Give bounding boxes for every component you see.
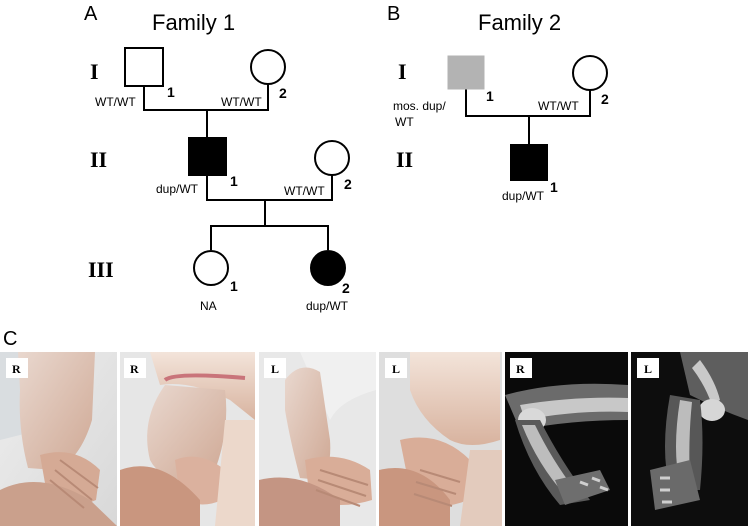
family2-title: Family 2: [478, 10, 561, 35]
family2-gen-I: I: [398, 59, 407, 84]
family2-i1-genotype-line2: WT: [395, 115, 414, 129]
family2-i1-number: 1: [486, 88, 494, 104]
family2-i2-genotype: WT/WT: [538, 99, 579, 113]
xray-2-label: L: [644, 362, 652, 376]
panel-c-letter: C: [3, 328, 17, 350]
photo-1: [0, 352, 117, 526]
family2-ii1-symbol: [510, 144, 548, 181]
family1-ii2-genotype: WT/WT: [284, 184, 325, 198]
panel-b-letter: B: [387, 3, 400, 25]
photo-3-label-box: [264, 358, 286, 378]
xray-1-label-box: [510, 358, 532, 378]
family2-i2-symbol: [572, 55, 608, 91]
photo-3-label: L: [271, 362, 279, 376]
photo-1-label: R: [12, 362, 21, 376]
photo-2-label-box: [124, 358, 146, 378]
family2-i1-symbol: [447, 55, 485, 90]
family1-ii2-number: 2: [344, 176, 352, 192]
family1-ii1-genotype: dup/WT: [156, 182, 199, 196]
family1-title: Family 1: [152, 10, 235, 35]
xray-2-label-box: [637, 358, 659, 378]
family1-i1-symbol: [124, 47, 164, 87]
family1-iii1-number: 1: [230, 278, 238, 294]
photo-3: [259, 352, 376, 526]
family1-i2-number: 2: [279, 85, 287, 101]
family1-i1-number: 1: [167, 84, 175, 100]
family1-connections: [143, 84, 333, 250]
family1-ii1-symbol: [188, 137, 227, 176]
family1-i2-symbol: [250, 49, 286, 85]
photo-4-label: L: [392, 362, 400, 376]
xray-2: [631, 352, 748, 526]
family2-i1-genotype-line1: mos. dup/: [393, 99, 446, 113]
photo-4-label-box: [385, 358, 407, 378]
family1-gen-III: III: [88, 257, 114, 282]
family2-connections: [465, 86, 591, 145]
family1-iii2-symbol: [310, 250, 346, 286]
photo-2-label: R: [130, 362, 139, 376]
photo-1-label-box: [6, 358, 28, 378]
family1-gen-I: I: [90, 59, 99, 84]
photo-2: [120, 352, 255, 526]
family1-iii2-genotype: dup/WT: [306, 299, 349, 313]
family2-ii1-number: 1: [550, 179, 558, 195]
family1-iii2-number: 2: [342, 280, 350, 296]
xray-1: [505, 352, 628, 526]
family1-iii1-symbol: [193, 250, 229, 286]
family1-ii2-symbol: [314, 140, 350, 176]
family2-i2-number: 2: [601, 91, 609, 107]
family1-gen-II: II: [90, 147, 107, 172]
xray-1-label: R: [516, 362, 525, 376]
photo-4: [379, 352, 502, 526]
family1-i2-genotype: WT/WT: [221, 95, 262, 109]
panel-a-letter: A: [84, 3, 98, 25]
family2-gen-II: II: [396, 147, 413, 172]
family1-i1-genotype: WT/WT: [95, 95, 136, 109]
family1-iii1-genotype: NA: [200, 299, 217, 313]
family2-ii1-genotype: dup/WT: [502, 189, 545, 203]
family1-ii1-number: 1: [230, 173, 238, 189]
